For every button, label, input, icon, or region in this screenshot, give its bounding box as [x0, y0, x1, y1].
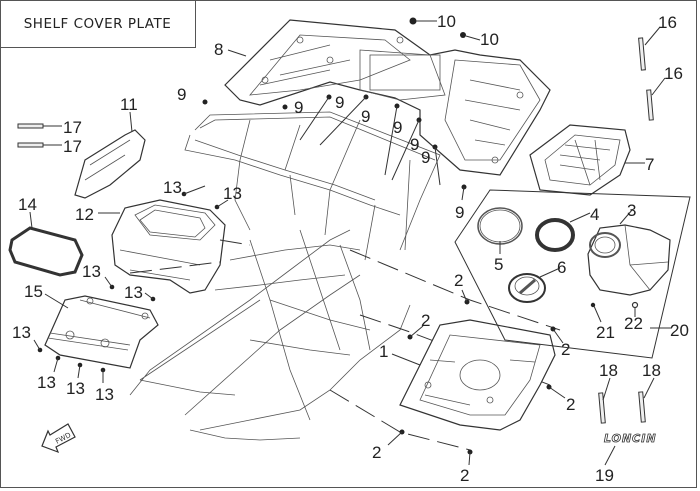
nut-icon	[409, 17, 417, 25]
callout-10b: 10	[480, 30, 499, 49]
clip-18b[interactable]	[638, 391, 646, 423]
callout-9g: 9	[421, 148, 430, 167]
callout-14: 14	[18, 195, 37, 214]
lower-cover[interactable]	[44, 295, 159, 369]
callout-2e: 2	[372, 443, 381, 462]
callout-15: 15	[24, 282, 43, 301]
callout-2b: 2	[421, 311, 430, 330]
clip-16b[interactable]	[646, 89, 654, 121]
callout-20: 20	[670, 321, 689, 340]
callout-17a: 17	[63, 118, 82, 137]
callout-13g: 13	[66, 379, 85, 398]
front-cover-plate[interactable]	[529, 124, 631, 196]
callout-19: 19	[595, 466, 614, 485]
diagram-title: SHELF COVER PLATE	[23, 15, 172, 32]
callout-9d: 9	[361, 107, 370, 126]
roll-cage	[184, 111, 441, 261]
side-bracket[interactable]	[74, 129, 146, 199]
callout-2c: 2	[561, 340, 570, 359]
callout-10a: 10	[437, 12, 456, 31]
callout-13c: 13	[82, 262, 101, 281]
callout-18a: 18	[599, 361, 618, 380]
callout-2f: 2	[460, 466, 469, 485]
rear-shelf-tray[interactable]	[399, 319, 556, 431]
decal-strip-17b[interactable]	[17, 142, 44, 148]
callout-2a: 2	[454, 271, 463, 290]
washer-22-icon	[631, 301, 639, 309]
callout-13a: 13	[163, 178, 182, 197]
callout-13h: 13	[95, 385, 114, 404]
callout-4: 4	[590, 205, 599, 224]
clip-16a[interactable]	[638, 37, 646, 71]
chassis-frame	[129, 229, 411, 441]
decal-strip-17a[interactable]	[17, 123, 44, 129]
storage-box[interactable]	[587, 224, 671, 296]
callout-18b: 18	[642, 361, 661, 380]
callout-13f: 13	[37, 373, 56, 392]
callout-7: 7	[645, 155, 654, 174]
front-box[interactable]	[111, 199, 226, 294]
callout-3: 3	[627, 201, 636, 220]
forward-direction-arrow: FWD	[41, 423, 76, 454]
callout-2d: 2	[566, 395, 575, 414]
callout-9h: 9	[455, 203, 464, 222]
callout-9f: 9	[410, 135, 419, 154]
callout-1: 1	[379, 342, 388, 361]
callout-9e: 9	[393, 118, 402, 137]
roof-cover-plate[interactable]	[224, 19, 551, 176]
cap[interactable]	[508, 273, 546, 303]
callout-11: 11	[120, 95, 138, 114]
assembly-20-outline	[454, 189, 691, 359]
callout-9c: 9	[335, 93, 344, 112]
seal-ring[interactable]	[535, 218, 575, 252]
title-box: SHELF COVER PLATE	[0, 0, 196, 48]
callout-12: 12	[75, 205, 94, 224]
callout-16a: 16	[658, 13, 677, 32]
clip-18a[interactable]	[598, 392, 606, 424]
callout-13e: 13	[12, 323, 31, 342]
callout-13d: 13	[124, 283, 143, 302]
callout-16b: 16	[664, 64, 683, 83]
callout-9a: 9	[177, 85, 186, 104]
callout-9b: 9	[294, 98, 303, 117]
callout-6: 6	[557, 258, 566, 277]
loncin-emblem[interactable]: LONCIN	[604, 432, 657, 446]
callout-22: 22	[624, 314, 643, 333]
callout-8: 8	[214, 40, 223, 59]
callout-5: 5	[494, 255, 503, 274]
callout-21: 21	[596, 323, 615, 342]
gasket[interactable]	[8, 226, 84, 277]
nut-icon	[460, 32, 466, 38]
callout-13b: 13	[223, 184, 242, 203]
callout-17b: 17	[63, 137, 82, 156]
retaining-ring[interactable]	[477, 207, 523, 245]
